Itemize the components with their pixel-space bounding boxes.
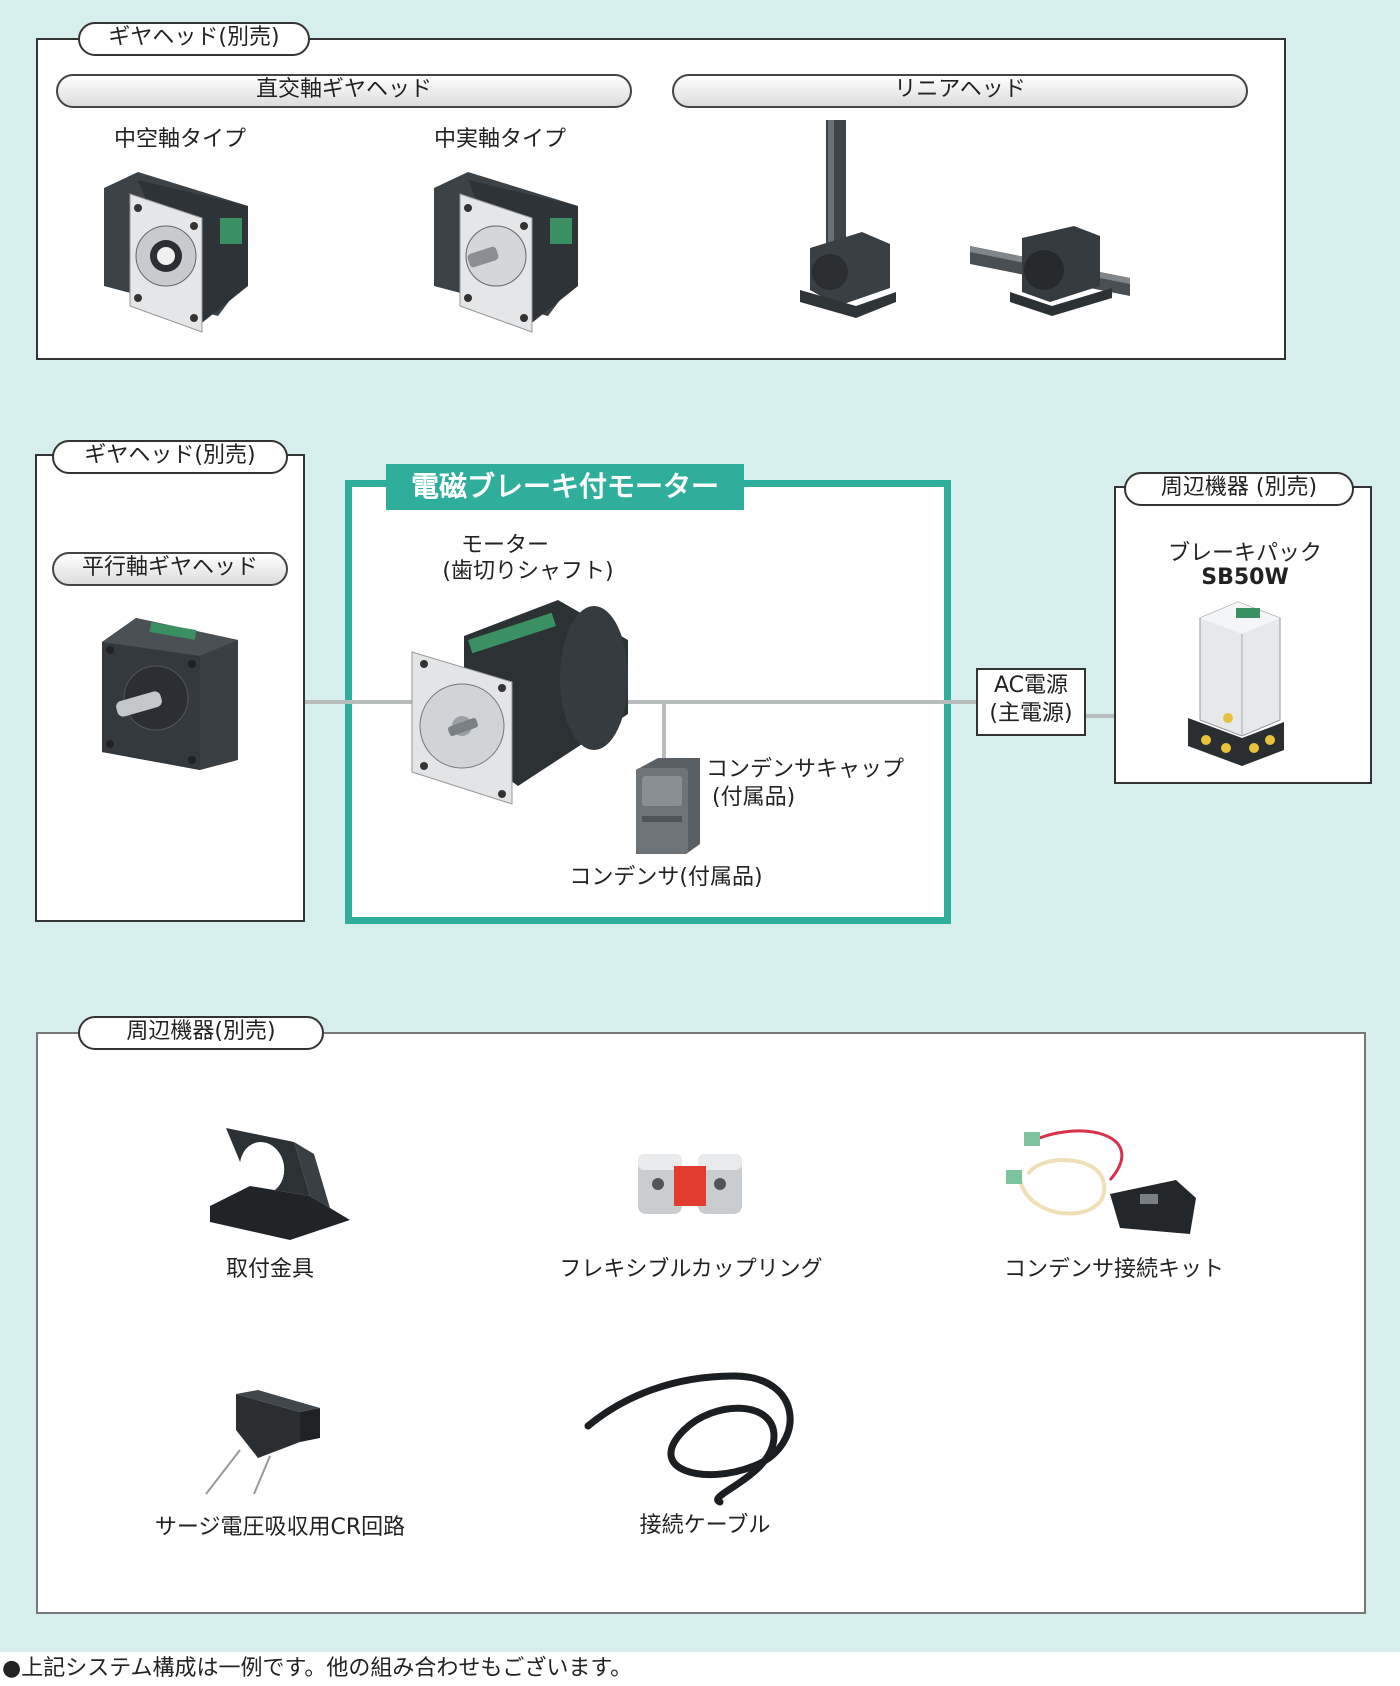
surge-cr-circuit-image (205, 1390, 320, 1495)
capacitor-image (636, 758, 700, 854)
brake-pack-image (1188, 601, 1284, 766)
wire-right (620, 700, 976, 704)
flexible-coupling-label: フレキシブルカップリング (559, 1257, 823, 1282)
motor-label: モーター (460, 533, 549, 558)
ac-power-main-label: (主電源) (989, 701, 1073, 726)
linear-head-vertical-image (800, 120, 896, 318)
surge-cr-circuit-label: サージ電圧吸収用CR回路 (154, 1515, 406, 1540)
footnote: ●上記システム構成は一例です。他の組み合わせもございます。 (0, 1652, 1400, 1686)
solid-shaft-label: 中実軸タイプ (433, 127, 566, 152)
brake-pack-model: SB50W (1201, 565, 1289, 590)
gearhead-top-title: ギヤヘッド(別売) (78, 22, 310, 56)
gearhead-left-title: ギヤヘッド(別売) (52, 440, 288, 474)
capacitor-label: コンデンサ(付属品) (569, 865, 763, 890)
parallel-shaft-gearhead-header: 平行軸ギヤヘッド (52, 552, 288, 586)
connection-cable-image (584, 1372, 794, 1506)
parallel-shaft-gearhead-image (102, 618, 238, 770)
mounting-bracket-image (210, 1128, 350, 1240)
linear-head-horizontal-image (970, 226, 1130, 316)
capacitor-cap-accessory-label: (付属品) (712, 785, 796, 810)
brake-motor-image (411, 600, 628, 805)
peripheral-bottom-title: 周辺機器(別売) (78, 1016, 324, 1050)
right-angle-gearhead-header: 直交軸ギヤヘッド (56, 74, 632, 108)
peripheral-right-title: 周辺機器 (別売) (1124, 472, 1354, 506)
hollow-shaft-label: 中空軸タイプ (113, 127, 246, 152)
solid-shaft-gearhead-image (434, 172, 578, 333)
capacitor-connection-kit-label: コンデンサ接続キット (1003, 1257, 1224, 1282)
hollow-shaft-gearhead-image (104, 172, 248, 333)
brake-pack-label: ブレーキパック (1167, 541, 1322, 566)
peripheral-bottom-panel (36, 1032, 1366, 1614)
capacitor-connection-kit-image (1006, 1129, 1196, 1234)
ac-power-label: AC電源 (993, 673, 1069, 698)
connection-cable-label: 接続ケーブル (639, 1513, 771, 1538)
mounting-bracket-label: 取付金具 (225, 1257, 314, 1282)
linear-head-header: リニアヘッド (672, 74, 1248, 108)
flexible-coupling-image (638, 1154, 742, 1214)
ac-power-box (976, 668, 1086, 736)
wire-capacitor-drop (662, 702, 666, 762)
motor-shaft-label: (歯切りシャフト) (442, 559, 614, 584)
capacitor-cap-label: コンデンサキャップ (706, 757, 905, 782)
wire-brake-pack (1086, 714, 1114, 718)
wire-left (305, 700, 415, 704)
motor-panel-title: 電磁ブレーキ付モーター (386, 464, 744, 510)
